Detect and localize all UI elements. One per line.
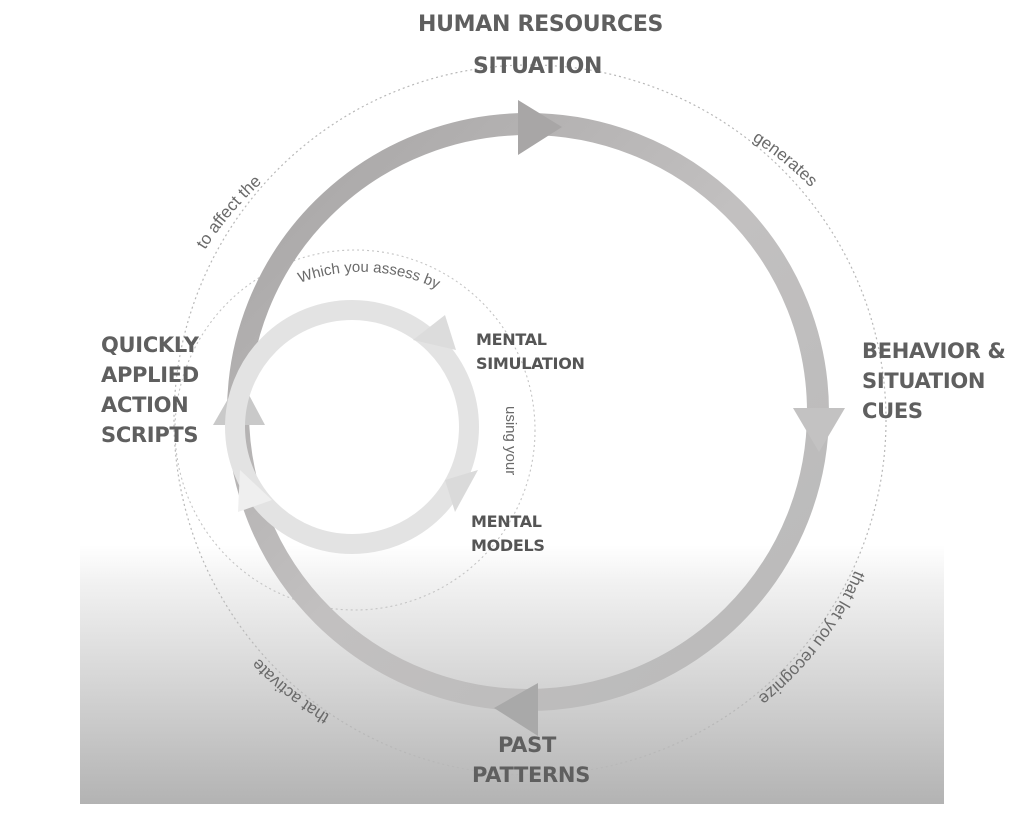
node-line: SCRIPTS (101, 423, 199, 447)
connector-label-using: using your (502, 406, 519, 475)
node-past-patterns: PAST (498, 730, 556, 760)
node-line: CUES (862, 399, 923, 423)
inner-cycle-ring (225, 300, 479, 554)
title-text: HUMAN RESOURCES (418, 12, 664, 37)
node-mental-simulation: MENTAL SIMULATION (476, 328, 585, 376)
connector-label-assess: Which you assess by (296, 259, 443, 293)
node-action-scripts: QUICKLY APPLIED ACTION SCRIPTS (101, 330, 199, 450)
outer-dotted-ring (173, 64, 887, 776)
connector-label-to-affect: to affect the (192, 171, 264, 252)
connector-label-generates: generates (750, 127, 822, 190)
arrow-to-scripts-icon (494, 683, 538, 736)
node-mental-models: MENTAL MODELS (471, 510, 545, 558)
node-line: SIMULATION (476, 354, 585, 373)
arrow-to-cues-icon (518, 100, 562, 155)
gradient-backdrop (80, 545, 944, 804)
inner-arrow-to-scripts-icon (238, 470, 272, 512)
node-line: MENTAL (471, 512, 542, 531)
node-line: APPLIED (101, 363, 199, 387)
diagram-title: HUMAN RESOURCES (418, 10, 663, 40)
node-line: PAST (498, 733, 556, 757)
inner-arrow-to-models-icon (445, 470, 478, 512)
node-line: QUICKLY (101, 333, 199, 357)
inner-dotted-ring (174, 249, 536, 611)
node-line: PATTERNS (472, 763, 591, 787)
node-line: MODELS (471, 536, 545, 555)
arrow-to-patterns-icon (793, 408, 845, 452)
node-line: MENTAL (476, 330, 547, 349)
node-past-patterns-line2: PATTERNS (472, 760, 590, 790)
node-line: SITUATION (473, 54, 603, 79)
node-line: ACTION (101, 393, 189, 417)
node-line: SITUATION (862, 369, 986, 393)
node-line: BEHAVIOR & (862, 339, 1006, 363)
node-situation: SITUATION (473, 52, 602, 82)
node-behavior-cues: BEHAVIOR & SITUATION CUES (862, 336, 1006, 426)
inner-arrow-to-simulation-icon (413, 315, 456, 350)
